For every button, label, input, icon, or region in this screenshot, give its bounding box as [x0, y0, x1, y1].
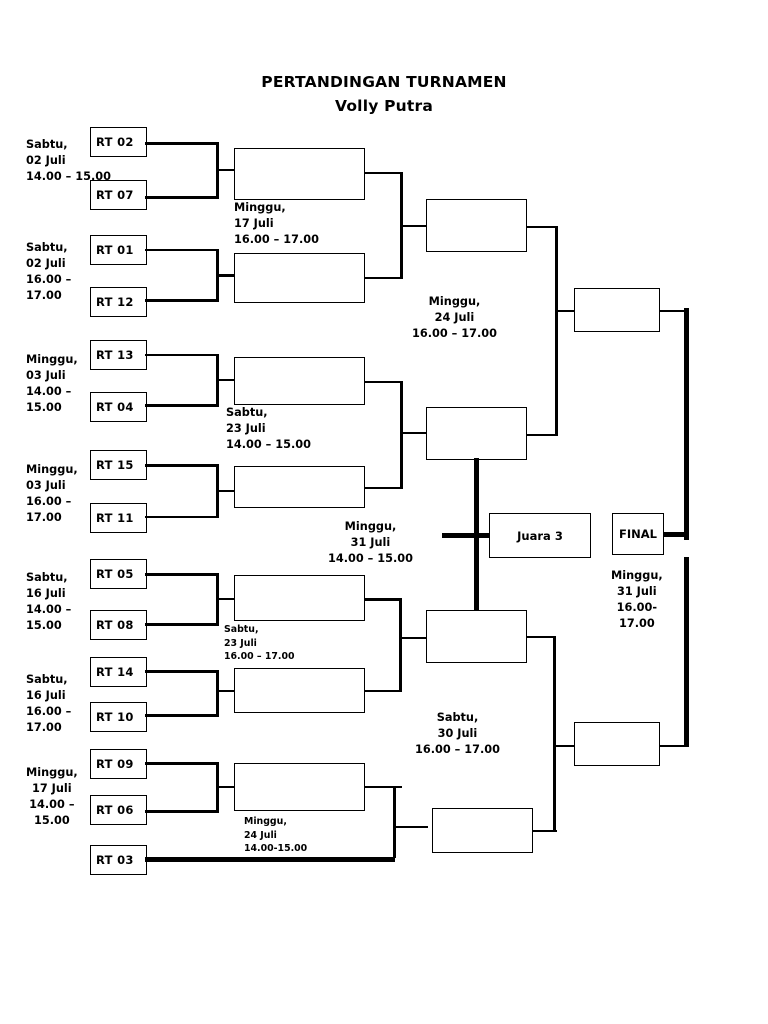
team-box-rt15[interactable]: RT 15 — [90, 450, 147, 480]
connector — [364, 690, 402, 692]
schedule-r2-4: Minggu, 24 Juli 14.00-15.00 — [244, 816, 308, 855]
connector — [364, 277, 403, 279]
connector — [659, 745, 687, 747]
connector — [145, 354, 219, 356]
connector — [399, 637, 428, 639]
connector-final-stub — [663, 532, 687, 537]
connector — [364, 487, 403, 489]
connector — [400, 432, 428, 434]
match-box-finalist-bottom[interactable] — [574, 722, 660, 766]
connector — [400, 381, 404, 489]
connector — [145, 404, 219, 408]
team-box-rt05[interactable]: RT 05 — [90, 559, 147, 589]
connector — [526, 226, 558, 228]
team-box-rt06[interactable]: RT 06 — [90, 795, 147, 825]
connector — [364, 381, 403, 383]
connector — [393, 826, 428, 828]
match-box-r3-2[interactable] — [426, 407, 527, 460]
team-box-rt14[interactable]: RT 14 — [90, 657, 147, 687]
connector — [216, 670, 220, 716]
schedule-group-3: Minggu, 03 Juli 14.00 – 15.00 — [26, 353, 78, 415]
connector — [145, 762, 219, 766]
connector — [364, 172, 403, 174]
connector — [553, 745, 574, 747]
match-box-r2-4[interactable] — [234, 466, 365, 508]
schedule-r2-1: Minggu, 17 Juli 16.00 – 17.00 — [234, 201, 319, 247]
connector — [553, 636, 557, 832]
schedule-group-1: Sabtu, 02 Juli 14.00 – 15.00 — [26, 138, 111, 184]
connector — [145, 299, 219, 303]
team-box-rt04[interactable]: RT 04 — [90, 392, 147, 422]
connector-final-bottom — [684, 557, 689, 747]
connector — [659, 310, 687, 312]
match-box-r3-4[interactable] — [432, 808, 533, 853]
team-box-rt13[interactable]: RT 13 — [90, 340, 147, 370]
connector — [364, 598, 402, 602]
connector — [145, 810, 219, 814]
connector — [400, 225, 428, 227]
team-box-rt11[interactable]: RT 11 — [90, 503, 147, 533]
final-box[interactable]: FINAL — [612, 513, 664, 555]
schedule-final: Minggu, 31 Juli 16.00- 17.00 — [611, 569, 663, 631]
match-box-r3-1[interactable] — [426, 199, 527, 252]
match-box-r2-1[interactable] — [234, 148, 365, 200]
match-box-r2-2[interactable] — [234, 253, 365, 303]
connector-third-place-vertical — [474, 458, 479, 618]
schedule-group-4: Minggu, 03 Juli 16.00 – 17.00 — [26, 463, 78, 525]
schedule-r2-2: Sabtu, 23 Juli 14.00 – 15.00 — [226, 406, 311, 452]
third-place-box[interactable]: Juara 3 — [489, 513, 591, 558]
connector — [399, 598, 403, 690]
connector — [145, 623, 219, 627]
connector — [532, 830, 557, 832]
schedule-r2-3: Sabtu, 23 Juli 16.00 – 17.00 — [224, 624, 295, 663]
schedule-group-7: Minggu, 17 Juli 14.00 – 15.00 — [26, 766, 78, 828]
connector — [393, 786, 397, 858]
schedule-group-6: Sabtu, 16 Juli 16.00 – 17.00 — [26, 673, 72, 735]
team-box-rt03-bye[interactable]: RT 03 — [90, 845, 147, 875]
schedule-r3-1: Minggu, 24 Juli 16.00 – 17.00 — [412, 295, 497, 341]
connector — [145, 573, 219, 577]
team-box-rt10[interactable]: RT 10 — [90, 702, 147, 732]
schedule-r3-2: Sabtu, 30 Juli 16.00 – 17.00 — [415, 711, 500, 757]
team-box-rt08[interactable]: RT 08 — [90, 610, 147, 640]
page-subtitle: Volly Putra — [334, 97, 434, 115]
schedule-group-2: Sabtu, 02 Juli 16.00 – 17.00 — [26, 241, 72, 303]
match-box-r3-3[interactable] — [426, 610, 527, 663]
page-title: PERTANDINGAN TURNAMEN — [261, 73, 507, 91]
connector — [145, 516, 219, 518]
connector — [364, 786, 402, 788]
team-box-rt02[interactable]: RT 02 — [90, 127, 147, 157]
connector — [145, 196, 219, 200]
match-box-finalist-top[interactable] — [574, 288, 660, 332]
connector-bye-rt03 — [145, 857, 395, 862]
connector — [526, 434, 558, 436]
connector — [555, 226, 559, 434]
match-box-r2-6[interactable] — [234, 668, 365, 713]
connector — [145, 714, 219, 718]
match-box-r2-7[interactable] — [234, 763, 365, 811]
schedule-third-place: Minggu, 31 Juli 14.00 – 15.00 — [328, 520, 413, 566]
connector — [145, 142, 219, 146]
connector — [145, 464, 219, 468]
team-box-rt01[interactable]: RT 01 — [90, 235, 147, 265]
connector — [555, 310, 575, 312]
match-box-r2-5[interactable] — [234, 575, 365, 621]
connector-final-top — [684, 308, 689, 540]
connector — [145, 249, 219, 251]
connector — [145, 670, 219, 674]
connector — [526, 636, 556, 638]
team-box-rt07[interactable]: RT 07 — [90, 180, 147, 210]
connector-third-place-stub — [442, 533, 494, 538]
team-box-rt09[interactable]: RT 09 — [90, 749, 147, 779]
schedule-group-5: Sabtu, 16 Juli 14.00 – 15.00 — [26, 571, 72, 633]
team-box-rt12[interactable]: RT 12 — [90, 287, 147, 317]
match-box-r2-3[interactable] — [234, 357, 365, 405]
